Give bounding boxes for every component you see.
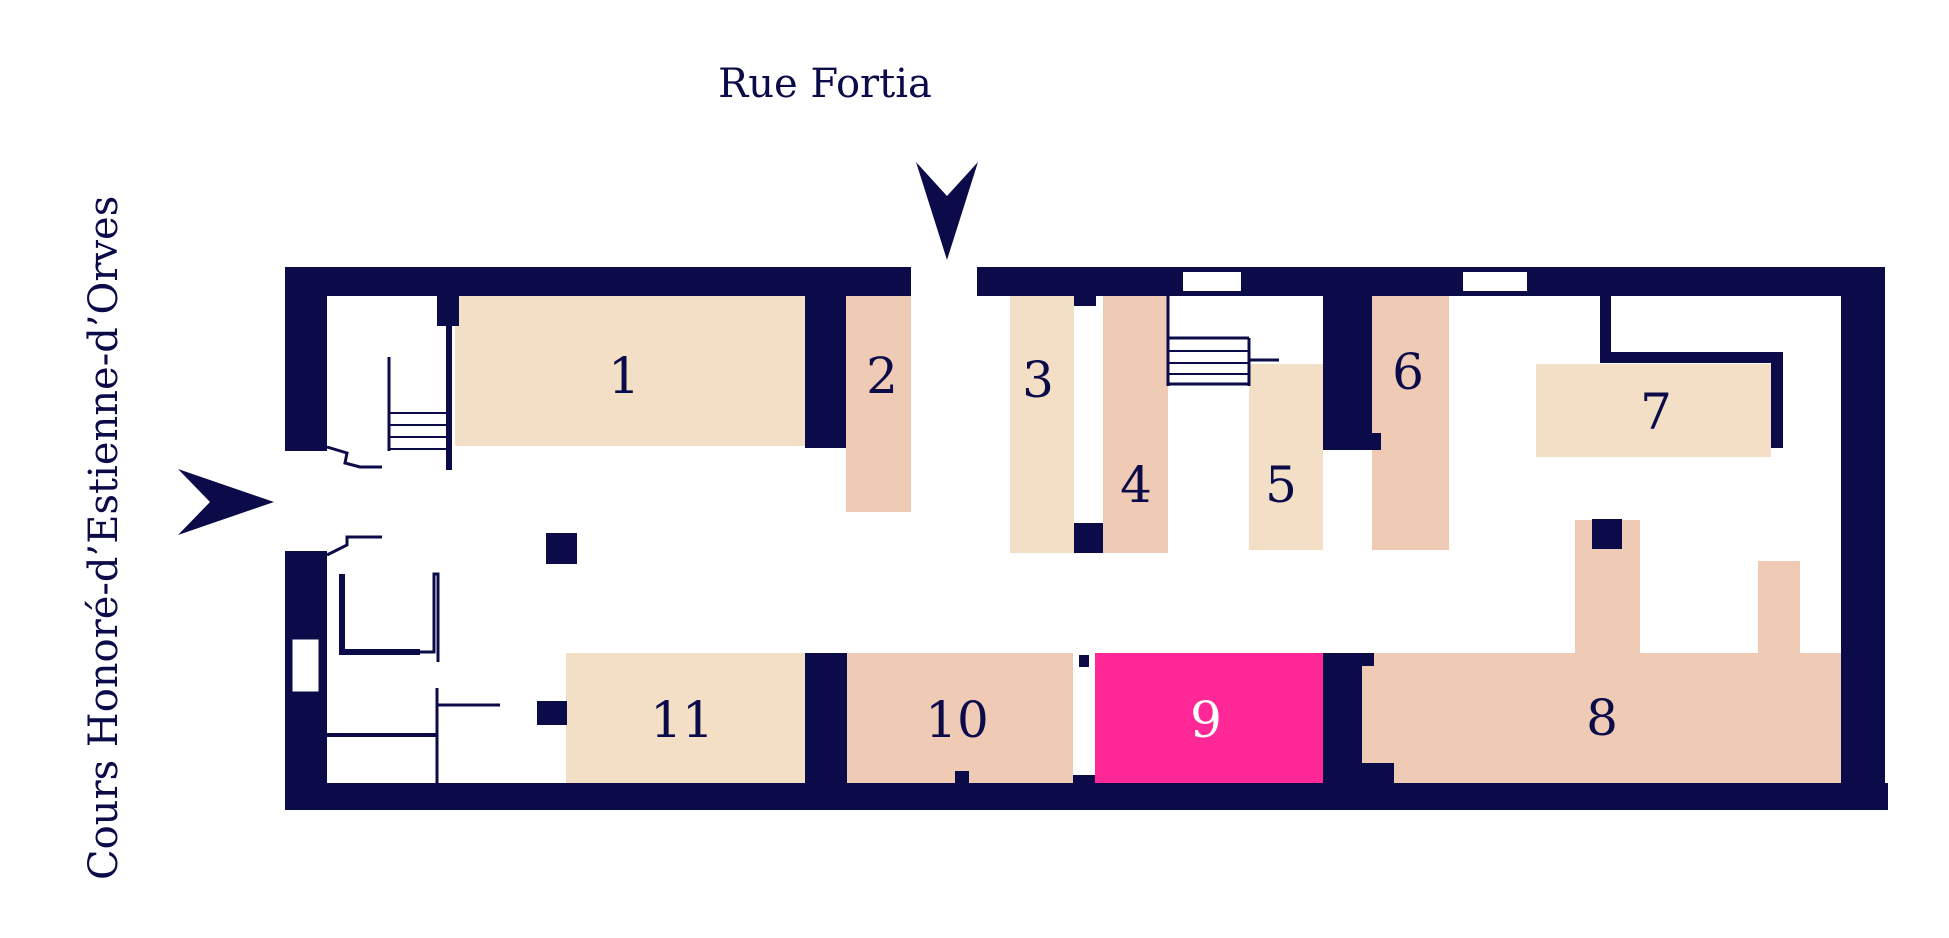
room-label-3: 3 [1022,351,1054,409]
room-11[interactable] [566,653,806,783]
room-6[interactable] [1372,296,1449,550]
room-10[interactable] [847,653,1073,783]
room-8[interactable] [1362,520,1841,783]
room-label-1: 1 [608,347,640,405]
room-label-2: 2 [866,347,898,405]
entrance-arrow-down-icon [916,162,978,260]
walls [285,267,1888,810]
room-label-4: 4 [1120,456,1152,514]
room-label-5: 5 [1265,456,1297,514]
room-3[interactable] [1010,296,1074,553]
room-5[interactable] [1249,364,1323,550]
room-1[interactable] [455,296,805,446]
room-4[interactable] [1103,296,1168,553]
room-9[interactable] [1095,653,1325,783]
room-2[interactable] [846,296,911,512]
room-label-11: 11 [650,691,714,749]
room-7[interactable] [1536,364,1771,457]
doors-and-fixtures [326,445,500,783]
stairs-center [1166,296,1279,386]
room-label-9: 9 [1190,691,1222,749]
room-label-6: 6 [1392,343,1424,401]
room-label-8: 8 [1586,689,1618,747]
stairs-left [387,322,452,470]
entrance-arrow-right-icon [178,469,274,535]
street-label-cours-honore: Cours Honoré-d’Estienne-d’Orves [81,196,127,880]
street-label-rue-fortia: Rue Fortia [718,61,932,107]
room-label-10: 10 [925,691,989,749]
room-label-7: 7 [1640,383,1672,441]
